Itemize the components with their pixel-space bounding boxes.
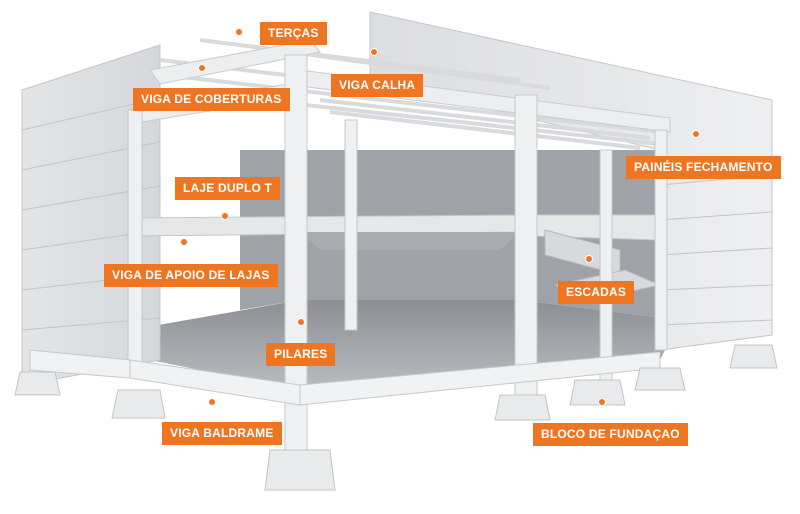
label-viga-baldrame: VIGA BALDRAME — [162, 422, 282, 445]
foundation-blocks — [14, 344, 778, 491]
laje-duplo-t-marker — [221, 212, 229, 220]
bloco-fundacao-marker — [598, 398, 606, 406]
label-paineis-fechamento: PAINÉIS FECHAMENTO — [626, 156, 781, 179]
ground-beams — [29, 349, 661, 406]
pilares-marker — [297, 318, 305, 326]
label-laje-duplo-t: LAJE DUPLO T — [175, 177, 281, 200]
label-bloco-fundacao: BLOCO DE FUNDAÇAO — [533, 423, 688, 446]
escadas-marker — [585, 255, 593, 263]
label-viga-apoio-lajas: VIGA DE APOIO DE LAJAS — [104, 264, 278, 287]
viga-calha-marker — [370, 48, 378, 56]
label-pilares: PILARES — [266, 343, 336, 366]
label-viga-coberturas: VIGA DE COBERTURAS — [133, 88, 290, 111]
label-viga-calha: VIGA CALHA — [331, 74, 424, 97]
label-escadas: ESCADAS — [558, 281, 635, 304]
left-wall-panels — [21, 44, 161, 386]
viga-apoio-lajas-marker — [180, 238, 188, 246]
paineis-fechamento-marker — [692, 130, 700, 138]
label-tercas: TERÇAS — [260, 22, 327, 45]
tercas-marker — [235, 28, 243, 36]
viga-coberturas-marker — [198, 64, 206, 72]
viga-baldrame-marker — [208, 398, 216, 406]
